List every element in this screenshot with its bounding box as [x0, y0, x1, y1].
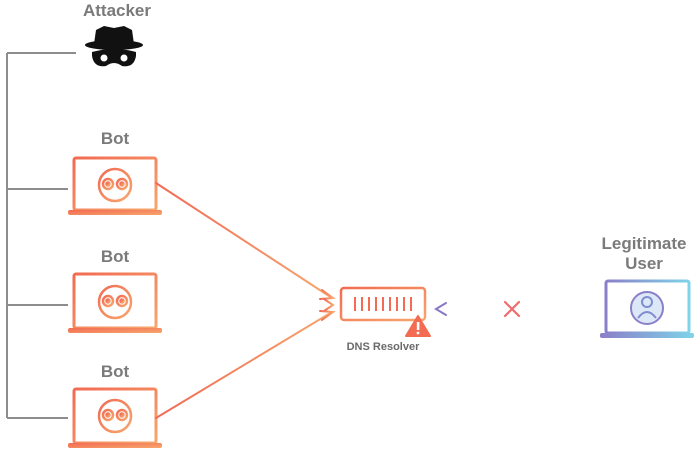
bot-laptop-1 [68, 156, 162, 215]
user-icon [630, 291, 664, 325]
bot-label-3: Bot [100, 362, 130, 381]
attack-arrows [155, 182, 336, 419]
bot-laptop-2 [68, 272, 162, 333]
robot-face-icon [97, 398, 133, 434]
bot-laptop-3 [68, 387, 162, 448]
user-laptop [600, 279, 694, 338]
robot-face-icon [97, 167, 133, 203]
attacker-label: Attacker [82, 1, 152, 20]
legitimate-user-label: Legitimate User [601, 234, 687, 273]
user-request-arrow [434, 302, 598, 316]
server-icon [339, 286, 427, 322]
cross-icon [503, 300, 521, 318]
command-tree-lines [6, 52, 76, 419]
bot-label-2: Bot [100, 247, 130, 266]
spy-hat-icon [85, 26, 143, 67]
robot-face-icon [97, 284, 133, 320]
dns-resolver-label: DNS Resolver [346, 341, 420, 353]
warning-icon [405, 315, 431, 337]
bot-label-1: Bot [100, 129, 130, 148]
